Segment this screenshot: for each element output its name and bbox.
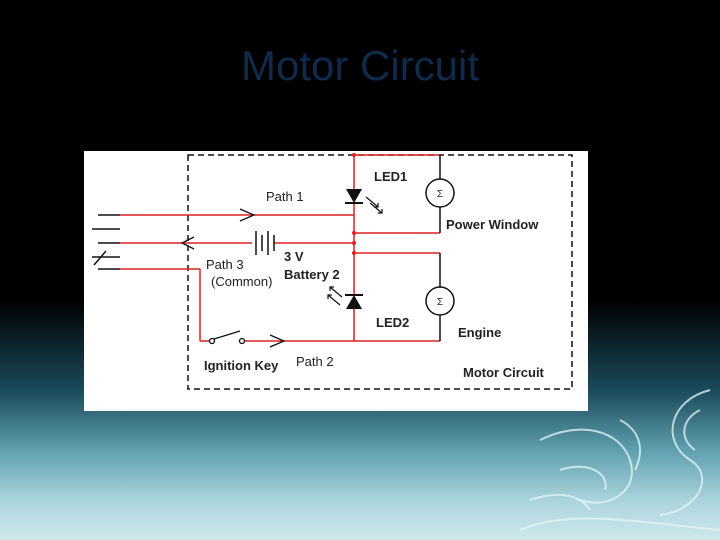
voltage-label: 3 V (284, 249, 304, 264)
led2-diode (327, 286, 363, 309)
common-label: (Common) (211, 274, 272, 289)
ignition-switch (208, 330, 246, 345)
connector-plug (92, 214, 120, 270)
battery-symbol (255, 231, 275, 255)
ignition-key-label: Ignition Key (204, 358, 279, 373)
slide-title: Motor Circuit (240, 42, 480, 89)
led1-diode (345, 189, 383, 214)
circuit-diagram: Σ Σ LED1 Path 1 Power Window Path 3 (Com… (84, 151, 588, 411)
circuit-schematic: Σ Σ LED1 Path 1 Power Window Path 3 (Com… (92, 153, 573, 390)
dragon-decoration (520, 389, 720, 531)
power-window-label: Power Window (446, 217, 539, 232)
path1-label: Path 1 (266, 189, 304, 204)
path2-label: Path 2 (296, 354, 334, 369)
engine-label: Engine (458, 325, 501, 340)
path3-label: Path 3 (206, 257, 244, 272)
battery-label: Battery 2 (284, 267, 340, 282)
engine-motor: Σ (425, 286, 455, 316)
path-arrows (180, 208, 286, 348)
power-window-motor: Σ (425, 178, 455, 208)
motor-circuit-label: Motor Circuit (463, 365, 545, 380)
led2-label: LED2 (376, 315, 409, 330)
motor-symbol-2: Σ (437, 297, 443, 308)
junction-dots (352, 153, 356, 255)
motor-symbol-1: Σ (437, 189, 443, 200)
led1-label: LED1 (374, 169, 407, 184)
motor-circuit-boundary (187, 154, 573, 390)
